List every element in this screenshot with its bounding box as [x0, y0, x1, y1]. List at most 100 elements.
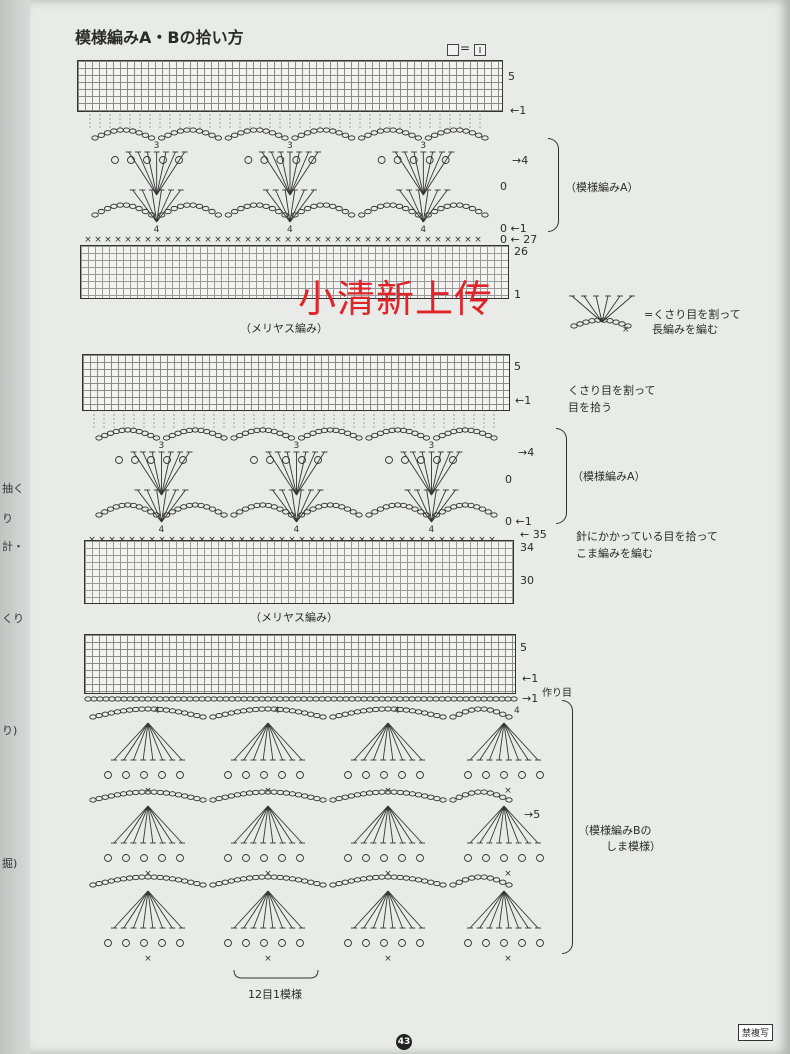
chain-stitch: [422, 435, 431, 441]
chain-stitch: [237, 130, 245, 136]
chain-stitch: [176, 128, 185, 134]
chain-stitch: [366, 707, 374, 713]
double-crochet: [137, 151, 158, 196]
chain-stitch: [316, 127, 324, 133]
double-crochet: [233, 890, 269, 929]
chain-stitch: [310, 128, 318, 134]
double-crochet: [142, 722, 149, 761]
picot: [518, 771, 526, 779]
double-crochet: [253, 805, 269, 844]
stockinette-label: （メリヤス編み）: [250, 611, 338, 624]
chain-stitch: [230, 435, 238, 441]
chain-stitch: [246, 696, 254, 702]
chain-stitch: [113, 709, 122, 715]
chain-stitch: [233, 792, 242, 798]
chain-stitch: [186, 696, 194, 702]
chain-stitch: [478, 430, 487, 436]
chain-stitch: [224, 135, 232, 141]
double-crochet: [123, 722, 149, 761]
chain-stitch: [303, 130, 312, 136]
chain-stitch: [208, 506, 217, 512]
chain-stitch: [475, 208, 483, 215]
double-crochet: [267, 890, 274, 929]
picot: [176, 771, 184, 779]
chain-stitch: [259, 502, 267, 508]
chain-stitch: [221, 711, 229, 717]
chain-stitch: [252, 789, 260, 796]
chain-stitch: [162, 435, 171, 441]
row-start-label: ←1: [510, 104, 527, 117]
pattern-label-line2: しま模様）: [606, 840, 661, 853]
note-split-chain-line2: 長編みを編む: [652, 323, 718, 336]
single-crochet: ×: [144, 869, 152, 879]
chain-stitch: [390, 789, 398, 795]
chain-stitch: [468, 205, 477, 212]
chain-stitch: [96, 696, 104, 702]
chain-stitch: [189, 127, 197, 133]
double-crochet: [265, 189, 291, 223]
chain-stitch: [395, 203, 404, 209]
chain-stitch: [156, 696, 164, 702]
chain-stitch: [294, 792, 303, 798]
chain-stitch: [174, 792, 183, 798]
stockinette-row1: 1: [514, 288, 521, 301]
left-page-fragment: 抽く: [2, 482, 24, 495]
chain-stitch: [372, 874, 380, 881]
chain-stitch: [335, 795, 343, 802]
pattern-zero: 0: [505, 473, 512, 486]
chain-stitch: [341, 208, 350, 215]
single-crochet: ×: [354, 235, 362, 245]
chain-stitch: [455, 794, 463, 800]
single-crochet: ×: [464, 235, 472, 245]
chain-stitch: [371, 432, 379, 439]
chain-stitch: [438, 432, 446, 439]
double-crochet: [503, 805, 539, 844]
chain-stitch: [282, 790, 290, 796]
rows-label: 5: [508, 70, 515, 83]
chain-stitch: [444, 506, 452, 512]
chain-stitch: [258, 706, 266, 712]
picot: [385, 456, 393, 464]
double-crochet: [503, 722, 510, 761]
chain-stitch: [402, 205, 410, 212]
chain-stitch: [437, 130, 445, 136]
double-crochet: [431, 451, 460, 496]
repeat-label: 12目1模様: [248, 988, 302, 1001]
chain-stitch: [224, 212, 232, 218]
chain-stitch: [461, 792, 470, 798]
chain-stitch: [150, 789, 158, 795]
picot: [278, 771, 286, 779]
chain-stitch: [227, 878, 235, 884]
chain-stitch: [162, 790, 170, 796]
chain-stitch: [124, 502, 132, 508]
chain-stitch: [215, 712, 223, 719]
chain-stitch: [456, 696, 464, 702]
picot: [175, 156, 183, 164]
picot: [131, 456, 139, 464]
single-crochet: ×: [404, 235, 412, 245]
double-crochet: [156, 189, 172, 223]
double-crochet: [422, 189, 429, 223]
chain-stitch: [376, 203, 385, 209]
double-crochet: [156, 151, 186, 196]
chain-stitch: [480, 696, 488, 702]
picot: [224, 771, 232, 779]
chain-stitch: [474, 706, 482, 712]
chain-stitch: [202, 205, 210, 212]
chain-stitch: [394, 502, 402, 508]
chain-stitch: [204, 696, 212, 702]
chain-stitch: [195, 128, 204, 134]
chain-stitch: [376, 506, 385, 512]
picot: [122, 939, 130, 947]
chain-stitch: [424, 135, 432, 141]
chain-stitch: [107, 793, 115, 799]
picot: [143, 156, 151, 164]
chain-stitch: [307, 879, 315, 885]
chain-stitch: [421, 793, 429, 799]
chain-stitch: [504, 696, 512, 702]
chain-stitch: [122, 127, 131, 133]
single-crochet: ×: [284, 235, 292, 245]
chain-stitch: [168, 876, 177, 882]
double-crochet: [147, 722, 154, 761]
chain-stitch: [427, 794, 435, 800]
